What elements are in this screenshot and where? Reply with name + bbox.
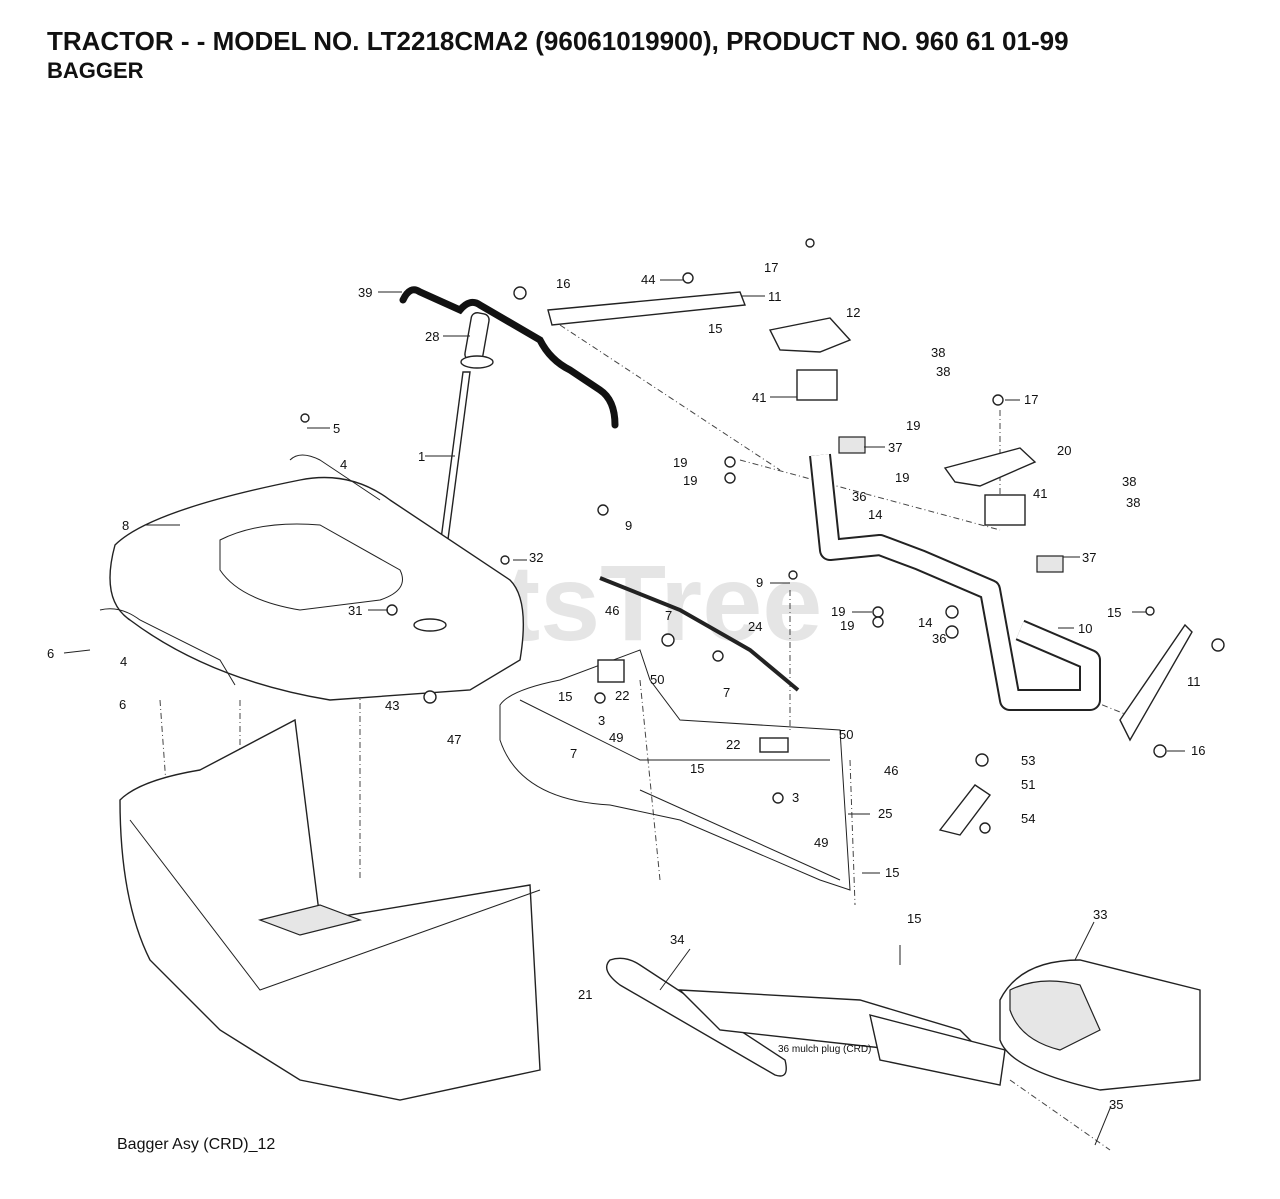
callout-16: 16 bbox=[1191, 743, 1205, 758]
callout-43: 43 bbox=[385, 698, 399, 713]
callout-14: 14 bbox=[868, 507, 882, 522]
callout-50: 50 bbox=[650, 672, 664, 687]
callout-5: 5 bbox=[333, 421, 340, 436]
bag-body-21 bbox=[119, 718, 541, 1101]
callout-22: 22 bbox=[726, 737, 740, 752]
callout-32: 32 bbox=[529, 550, 543, 565]
callout-7: 7 bbox=[723, 685, 730, 700]
callout-41: 41 bbox=[752, 390, 766, 405]
page-subtitle: BAGGER bbox=[47, 58, 144, 83]
callout-36: 36 bbox=[932, 631, 946, 646]
callout-15: 15 bbox=[885, 865, 899, 880]
callout-4: 4 bbox=[340, 457, 347, 472]
callout-17: 17 bbox=[764, 260, 778, 275]
callout-6: 6 bbox=[119, 697, 126, 712]
callout-labels: 39 28 16 44 17 11 15 12 38 38 41 19 37 1… bbox=[47, 260, 1205, 1112]
callout-9: 9 bbox=[625, 518, 632, 533]
callout-12: 12 bbox=[846, 305, 860, 320]
callout-8: 8 bbox=[122, 518, 129, 533]
callout-19: 19 bbox=[906, 418, 920, 433]
callout-38: 38 bbox=[931, 345, 945, 360]
header: TRACTOR - - MODEL NO. LT2218CMA2 (960610… bbox=[47, 24, 1069, 84]
hardware bbox=[300, 238, 1225, 965]
diagram-footer-label: Bagger Asy (CRD)_12 bbox=[117, 1136, 276, 1153]
callout-10: 10 bbox=[1078, 621, 1092, 636]
callout-4: 4 bbox=[120, 654, 127, 669]
callout-33: 33 bbox=[1093, 907, 1107, 922]
callout-15: 15 bbox=[907, 911, 921, 926]
callout-37: 37 bbox=[888, 440, 902, 455]
callout-44: 44 bbox=[641, 272, 655, 287]
callout-15: 15 bbox=[708, 321, 722, 336]
callout-19: 19 bbox=[673, 455, 687, 470]
rod-24 bbox=[599, 576, 800, 692]
callout-41: 41 bbox=[1033, 486, 1047, 501]
callout-34: 34 bbox=[670, 932, 684, 947]
frame-tube-10 bbox=[796, 369, 1101, 711]
bag-frame bbox=[499, 649, 851, 891]
callout-49: 49 bbox=[609, 730, 623, 745]
callout-53: 53 bbox=[1021, 753, 1035, 768]
brackets bbox=[547, 291, 1193, 742]
callout-15: 15 bbox=[558, 689, 572, 704]
callout-15: 15 bbox=[1107, 605, 1121, 620]
mulch-plug-note: 36 mulch plug (CRD) bbox=[778, 1044, 871, 1055]
callout-1: 1 bbox=[418, 449, 425, 464]
callout-47: 47 bbox=[447, 732, 461, 747]
callout-24: 24 bbox=[748, 619, 762, 634]
callout-38: 38 bbox=[1122, 474, 1136, 489]
callout-6: 6 bbox=[47, 646, 54, 661]
callout-17: 17 bbox=[1024, 392, 1038, 407]
callout-38: 38 bbox=[936, 364, 950, 379]
chute-assembly bbox=[606, 957, 1201, 1091]
callout-19: 19 bbox=[831, 604, 845, 619]
callout-39: 39 bbox=[358, 285, 372, 300]
callout-3: 3 bbox=[792, 790, 799, 805]
callout-31: 31 bbox=[348, 603, 362, 618]
callout-21: 21 bbox=[578, 987, 592, 1002]
callout-19: 19 bbox=[840, 618, 854, 633]
callout-20: 20 bbox=[1057, 443, 1071, 458]
callout-11: 11 bbox=[768, 289, 782, 304]
callout-14: 14 bbox=[918, 615, 932, 630]
callout-37: 37 bbox=[1082, 550, 1096, 565]
bagger-lid-8 bbox=[99, 454, 524, 701]
callout-9: 9 bbox=[756, 575, 763, 590]
callout-19: 19 bbox=[895, 470, 909, 485]
callout-28: 28 bbox=[425, 329, 439, 344]
callout-36: 36 bbox=[852, 489, 866, 504]
leader-lines bbox=[63, 279, 1185, 1146]
callout-7: 7 bbox=[570, 746, 577, 761]
callout-54: 54 bbox=[1021, 811, 1035, 826]
callout-35: 35 bbox=[1109, 1097, 1123, 1112]
callout-46: 46 bbox=[884, 763, 898, 778]
callout-25: 25 bbox=[878, 806, 892, 821]
callout-15: 15 bbox=[690, 761, 704, 776]
callout-38: 38 bbox=[1126, 495, 1140, 510]
callout-22: 22 bbox=[615, 688, 629, 703]
callout-50: 50 bbox=[839, 727, 853, 742]
callout-16: 16 bbox=[556, 276, 570, 291]
callout-46: 46 bbox=[605, 603, 619, 618]
callout-19: 19 bbox=[683, 473, 697, 488]
handle-rod-39 bbox=[399, 286, 619, 429]
callout-51: 51 bbox=[1021, 777, 1035, 792]
callout-7: 7 bbox=[665, 608, 672, 623]
page-title: TRACTOR - - MODEL NO. LT2218CMA2 (960610… bbox=[47, 26, 1069, 56]
callout-3: 3 bbox=[598, 713, 605, 728]
callout-49: 49 bbox=[814, 835, 828, 850]
callout-11: 11 bbox=[1187, 674, 1201, 689]
